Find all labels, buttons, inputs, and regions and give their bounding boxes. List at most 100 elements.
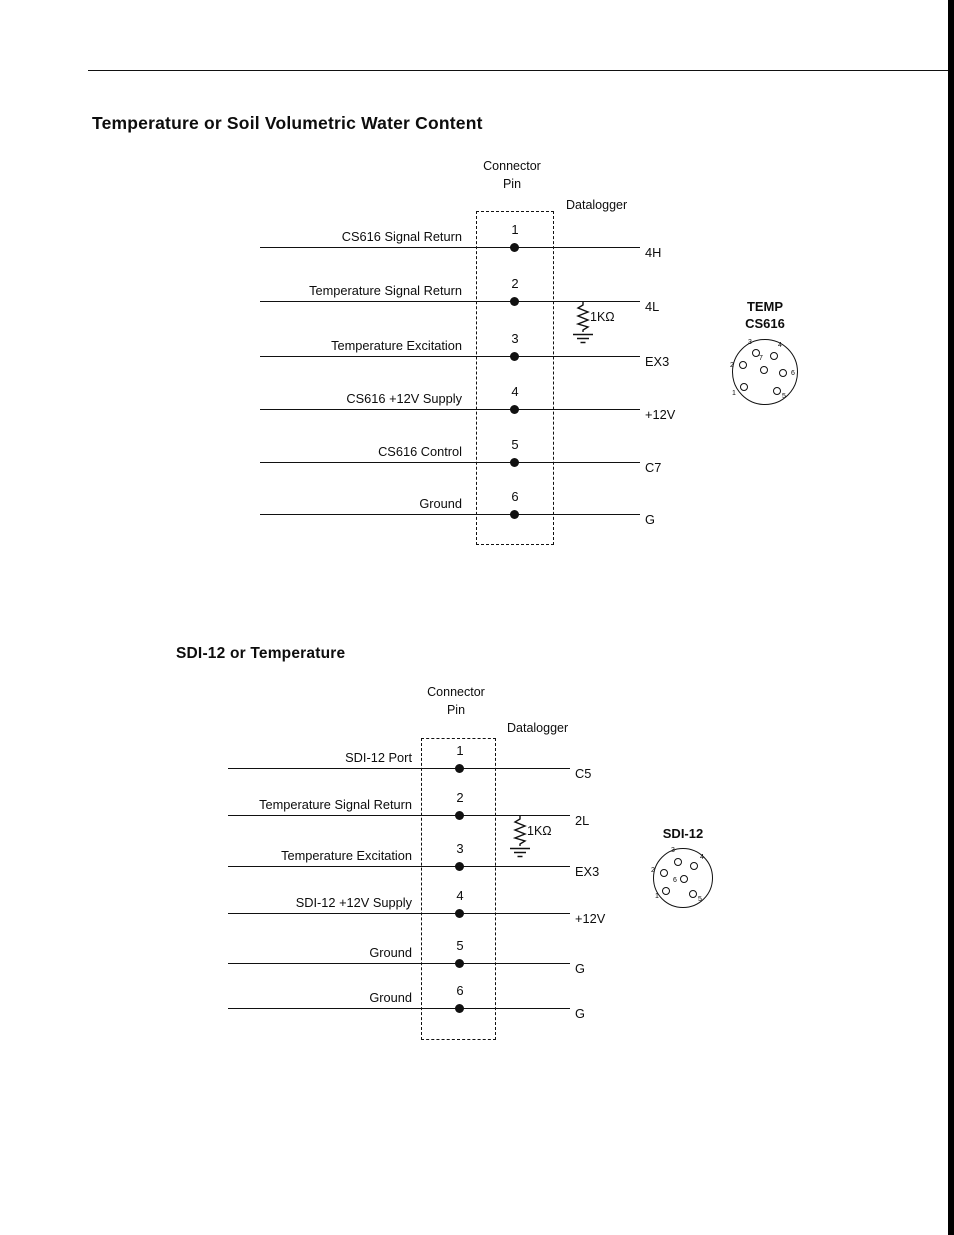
- connector-pin-dashed-box: [421, 738, 496, 1040]
- wire: [260, 301, 640, 302]
- wire-label: CS616 +12V Supply: [346, 391, 462, 406]
- header-rule: [88, 70, 952, 71]
- diagram2-title: SDI-12 or Temperature: [176, 645, 346, 662]
- terminal-label: G: [575, 961, 585, 976]
- connector-pin-hole: [674, 858, 682, 866]
- pin-number: 4: [511, 384, 519, 399]
- connector-pin-header: Connector Pin: [462, 158, 562, 193]
- pin-dot: [455, 909, 464, 918]
- terminal-label: C7: [645, 460, 662, 475]
- wire: [260, 409, 640, 410]
- pin-dot: [455, 959, 464, 968]
- terminal-label: G: [575, 1006, 585, 1021]
- wire-label: SDI-12 Port: [345, 750, 412, 765]
- connector-pin-hole: [779, 369, 787, 377]
- connector-pin-digit: 5: [698, 896, 702, 903]
- diagram1-title: Temperature or Soil Volumetric Water Con…: [92, 113, 483, 133]
- scan-edge-artifact: [948, 0, 954, 1235]
- connector-pin-digit: 4: [778, 342, 782, 349]
- pin-number: 2: [456, 790, 464, 805]
- wire: [228, 815, 570, 816]
- pin-dot: [510, 458, 519, 467]
- pin-dot: [455, 1004, 464, 1013]
- connector-pin-digit: 7: [759, 355, 763, 362]
- wire: [260, 356, 640, 357]
- pin-dot: [510, 405, 519, 414]
- wire: [228, 768, 570, 769]
- connector-pin-header-line1: Connector: [427, 685, 485, 699]
- terminal-label: 2L: [575, 813, 590, 828]
- wire: [228, 913, 570, 914]
- connector-pin-hole: [752, 349, 760, 357]
- pin-number: 3: [456, 841, 464, 856]
- wire-label: SDI-12 +12V Supply: [295, 895, 412, 910]
- resistor-value-label: 1KΩ: [590, 310, 615, 324]
- connector-pin-hole: [689, 890, 697, 898]
- pin-number: 5: [456, 938, 464, 953]
- wire-label: Ground: [369, 945, 412, 960]
- connector-pin-hole: [773, 387, 781, 395]
- wire-label: Temperature Excitation: [281, 848, 412, 863]
- pin-dot: [455, 862, 464, 871]
- connector-name-line1: SDI-12: [662, 826, 704, 841]
- pin-dot: [510, 243, 519, 252]
- wire-label: Temperature Excitation: [331, 338, 462, 353]
- connector-name-label: SDI-12: [643, 826, 723, 843]
- connector-pin-digit: 2: [651, 867, 655, 874]
- pin-number: 4: [456, 888, 464, 903]
- pin-number: 6: [456, 983, 464, 998]
- ground-icon: [510, 847, 530, 859]
- datalogger-header: Datalogger: [566, 198, 628, 212]
- connector-pin-digit: 1: [732, 390, 736, 397]
- wire: [228, 1008, 570, 1009]
- terminal-label: G: [645, 512, 655, 527]
- pin-dot: [510, 510, 519, 519]
- connector-pin-hole: [680, 875, 688, 883]
- terminal-label: +12V: [575, 911, 606, 926]
- pin-number: 2: [511, 276, 519, 291]
- connector-name-line1: TEMP: [746, 299, 784, 314]
- connector-pin-hole: [690, 862, 698, 870]
- terminal-label: EX3: [575, 864, 600, 879]
- connector-pin-digit: 3: [671, 847, 675, 854]
- terminal-label: 4H: [645, 245, 662, 260]
- wire: [228, 866, 570, 867]
- pin-dot: [510, 352, 519, 361]
- connector-pin-header-line2: Pin: [502, 176, 522, 191]
- connector-pin-digit: 1: [655, 893, 659, 900]
- connector-pin-dashed-box: [476, 211, 554, 545]
- wire: [260, 462, 640, 463]
- connector-pin-hole: [662, 887, 670, 895]
- pin-dot: [455, 811, 464, 820]
- connector-pin-digit: 4: [700, 854, 704, 861]
- wire-label: Ground: [369, 990, 412, 1005]
- pin-number: 3: [511, 331, 519, 346]
- wire-label: CS616 Control: [378, 444, 462, 459]
- connector-pin-digit: 2: [730, 362, 734, 369]
- connector-pin-hole: [739, 361, 747, 369]
- pin-dot: [455, 764, 464, 773]
- connector-pin-digit: 6: [791, 370, 795, 377]
- terminal-label: C5: [575, 766, 592, 781]
- pin-number: 1: [511, 222, 519, 237]
- terminal-label: EX3: [645, 354, 670, 369]
- connector-pin-header-line2: Pin: [446, 702, 466, 717]
- connector-name-line2: CS616: [745, 315, 785, 331]
- resistor-icon: [576, 302, 590, 332]
- wire: [260, 247, 640, 248]
- pin-number: 1: [456, 743, 464, 758]
- pin-number: 6: [511, 489, 519, 504]
- connector-pin-hole: [760, 366, 768, 374]
- resistor-icon: [513, 816, 527, 846]
- datalogger-header: Datalogger: [507, 721, 569, 735]
- wire-label: Temperature Signal Return: [259, 797, 412, 812]
- resistor-value-label: 1KΩ: [527, 824, 552, 838]
- connector-pin-header: Connector Pin: [406, 684, 506, 719]
- connector-pin-digit: 5: [782, 393, 786, 400]
- terminal-label: +12V: [645, 407, 676, 422]
- connector-pin-hole: [740, 383, 748, 391]
- wire-label: Temperature Signal Return: [309, 283, 462, 298]
- terminal-label: 4L: [645, 299, 660, 314]
- connector-face: 1 2 3 4 5 6: [651, 847, 713, 908]
